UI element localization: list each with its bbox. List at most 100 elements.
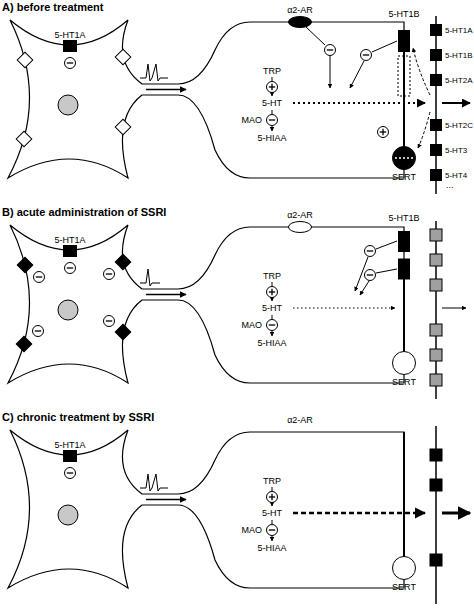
somatodendritic-receptor (17, 52, 33, 68)
somatodendritic-receptor (115, 254, 131, 270)
postsynaptic-membrane (435, 221, 437, 399)
signal-arrow (442, 308, 466, 309)
postsynaptic-receptor (430, 554, 442, 566)
receptor-label: 5-HT1B (388, 213, 419, 223)
receptor-shape (392, 351, 416, 375)
sign-bar (36, 276, 42, 277)
sign-bar (106, 273, 112, 274)
transporter: SERT (392, 146, 416, 170)
postsynaptic-receptor (430, 449, 442, 461)
neuron-outline (8, 430, 404, 588)
sign-circle (325, 45, 336, 56)
sign-circle (267, 492, 278, 503)
inhibition-line (372, 41, 397, 52)
axon-arrow (146, 89, 186, 91)
receptor-label: α2-AR (287, 210, 313, 220)
postsynaptic-receptor (430, 254, 442, 266)
receptor-shape (288, 221, 312, 233)
neuron-outline (8, 20, 404, 178)
receptor: 5-HT1B (398, 30, 410, 52)
sign-bar (271, 289, 272, 295)
sign-circle (104, 269, 115, 280)
nucleus (58, 505, 78, 525)
membrane-connector (403, 52, 405, 146)
inhibition-sign (65, 263, 76, 274)
sign-bar (67, 267, 73, 268)
postsynaptic-receptor (430, 229, 442, 241)
inhibition-sign (365, 246, 376, 257)
sign-circle (33, 326, 44, 337)
receptor: 5-HT1A (63, 245, 77, 257)
postsynaptic-membrane (435, 16, 437, 194)
receptor-outline (399, 259, 410, 279)
sign-circle (65, 468, 76, 479)
receptor-shape (392, 556, 416, 580)
metabolite-label: 5-HIAA (257, 543, 286, 553)
receptor: 5-HT1A (63, 450, 77, 462)
receptor-label: 5-HT1A (54, 235, 85, 245)
excitation-sign (378, 127, 389, 138)
sign-bar (35, 330, 41, 331)
sign-circle (267, 115, 278, 126)
receptor: 5-HT4 (430, 169, 442, 181)
sign-bar (106, 320, 112, 321)
inhibition-sign (65, 468, 76, 479)
receptor-label: 5-HT1B (388, 9, 419, 19)
action-potential (140, 64, 168, 81)
inhibition-sign (65, 58, 76, 69)
inhibition-sign (325, 45, 336, 56)
postsynaptic-receptor (430, 279, 442, 291)
receptor-label: SERT (392, 582, 416, 592)
panel-title: C) chronic treatment by SSRI (2, 411, 154, 423)
receptor-label: 5-HT1A (54, 440, 85, 450)
receptor-outline (289, 222, 312, 233)
sign-bar (363, 54, 369, 55)
inhibition-sign (267, 320, 278, 331)
somatodendritic-receptor (115, 324, 131, 340)
receptor: 5-HT2C (430, 119, 442, 131)
somatodendritic-receptor (115, 49, 131, 65)
synthesis-arrow (272, 282, 273, 301)
sign-bar (367, 274, 373, 275)
sign-bar (327, 49, 333, 50)
metabolite-label: 5-HIAA (257, 133, 286, 143)
somatodendritic-receptor (115, 119, 131, 135)
receptor-label: 5-HT1A (54, 30, 85, 40)
sign-bar (269, 324, 275, 325)
inhibition-sign (267, 525, 278, 536)
release-arrow (293, 512, 425, 515)
somatodendritic-receptor (17, 257, 33, 273)
postsynaptic-receptor (430, 324, 442, 336)
signal-arrow (442, 512, 470, 515)
nucleus (58, 300, 78, 320)
transporter-outline (393, 352, 416, 375)
axon-arrow (146, 499, 186, 501)
postsynaptic-receptor (430, 349, 442, 361)
receptor-shape (392, 146, 416, 170)
receptor: 5-HT1A (430, 24, 442, 36)
transporter-outline (393, 557, 416, 580)
panel-title: A) before treatment (2, 1, 103, 13)
sign-circle (361, 50, 372, 61)
sign-circle (267, 82, 278, 93)
action-potential (140, 474, 168, 491)
metabolite-label: 5-HT (262, 303, 282, 313)
inhibition-sign (104, 269, 115, 280)
somatodendritic-receptor (16, 336, 32, 352)
enzyme-label: MAO (241, 320, 262, 330)
inhibition-sign (361, 50, 372, 61)
sign-circle (267, 320, 278, 331)
receptor: 5-HT1A (63, 40, 77, 52)
panel-illustration (8, 426, 470, 604)
receptor: 5-HT3 (430, 144, 442, 156)
receptor-label: ... (446, 180, 454, 190)
receptor-label: α2-AR (287, 5, 313, 15)
sign-bar (269, 529, 275, 530)
enzyme-label: MAO (241, 115, 262, 125)
receptor: 5-HT1B (430, 49, 442, 61)
sign-bar (269, 119, 275, 120)
receptor-outline (399, 232, 410, 252)
sign-bar (271, 494, 272, 500)
